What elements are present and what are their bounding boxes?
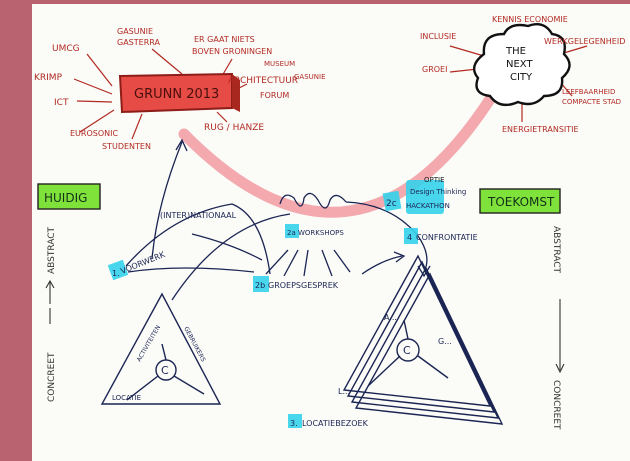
abstract-left-label: ABSTRACT	[47, 226, 57, 274]
next-city-line-3: CITY	[510, 72, 533, 83]
cloud-word-er-gaat-niets: ER GAAT NIETS	[194, 35, 255, 44]
cloud-word-architectuur: ARCHITECTUUR	[228, 76, 298, 86]
next-city-line-2: NEXT	[506, 59, 533, 70]
left-triangle-side-locatie: LOCATIE	[112, 394, 141, 402]
cloud-word-energietransitie: ENERGIETRANSITIE	[502, 125, 579, 134]
right-triangle-corner-g: G...	[438, 337, 452, 346]
cloud-word-museum: MUSEUM	[264, 60, 295, 68]
international-label: (INTER)NATIONAAL	[160, 211, 237, 220]
process-arrows	[125, 138, 431, 301]
right-axis	[555, 299, 565, 374]
left-triangle-side-activiteiten: ACTIVITEITEN	[136, 324, 162, 363]
step-3-num: 3.	[290, 419, 298, 428]
cloud-word-forum: FORUM	[260, 91, 289, 100]
grunn-box	[118, 72, 240, 114]
cloud-word-inclusie: INCLUSIE	[420, 32, 456, 41]
left-triangle-side-gebruikers: GEBRUIKERS	[182, 326, 206, 364]
cloud-word-kennis-economie: KENNIS ECONOMIE	[492, 15, 568, 24]
step-2c-num: 2c	[386, 199, 397, 209]
right-triangle-corner-l: L...	[338, 387, 350, 396]
huidig-label: HUIDIG	[44, 191, 87, 205]
right-triangle-center: C	[403, 344, 411, 357]
right-triangle-corner-a: A...	[384, 313, 397, 322]
cloud-word-gasunie-2: GASUNIE	[294, 73, 326, 81]
design-thinking-label: Design Thinking	[410, 188, 466, 196]
cloud-word-gasunie: GASUNIE	[117, 27, 153, 36]
hackathon-label: HACKATHON	[406, 202, 450, 210]
step-3-label: LOCATIEBEZOEK	[302, 419, 369, 428]
step-2b-num: 2b	[255, 281, 265, 290]
cloud-word-studenten: STUDENTEN	[102, 142, 151, 151]
grunn-title: GRUNN 2013	[134, 87, 219, 102]
transition-arc-arrow	[178, 74, 508, 218]
cloud-word-boven-groningen: BOVEN GRONINGEN	[192, 47, 272, 56]
left-triangle	[100, 292, 222, 405]
cloud-word-werkgelegenheid: WERKGELEGENHEID	[544, 37, 625, 46]
step-2a-label: WORKSHOPS	[298, 229, 344, 237]
cloud-word-groei: GROEI	[422, 65, 447, 74]
step-4-label: CONFRONTATIE	[416, 233, 478, 242]
next-city-cloud-shape	[472, 23, 571, 107]
left-triangle-center: C	[161, 364, 169, 377]
cloud-word-leefbaarheid: LEEFBAARHEID	[562, 88, 615, 96]
step-highlights	[107, 180, 444, 428]
toekomst-box	[479, 188, 561, 214]
step-1-label: VOORWERK	[119, 250, 167, 276]
sketch-paper: GRUNN 2013 UMCG GASUNIE GASTERRA ER GAAT…	[32, 4, 630, 461]
cloud-word-compacte-stad: COMPACTE STAD	[562, 98, 621, 106]
huidig-box	[37, 183, 101, 210]
sketch-diagram: GRUNN 2013 UMCG GASUNIE GASTERRA ER GAAT…	[34, 15, 625, 430]
abstract-right-label: ABSTRACT	[551, 226, 561, 274]
concreet-left-label: CONCREET	[47, 352, 57, 402]
cloud-word-umcg: UMCG	[52, 44, 80, 54]
concreet-right-label: CONCREET	[551, 380, 561, 430]
toekomst-label: TOEKOMST	[487, 195, 555, 209]
left-axis	[45, 279, 55, 324]
cloud-word-krimp: KRIMP	[34, 73, 63, 83]
cloud-word-gasterra: GASTERRA	[117, 38, 160, 47]
optie-label: OPTIE	[424, 176, 445, 184]
cloud-word-ict: ICT	[54, 98, 69, 108]
cloud-word-rug-hanze: RUG / HANZE	[204, 123, 264, 133]
right-triangle-stack	[342, 254, 504, 425]
next-city-line-1: THE	[505, 46, 526, 57]
step-1-num: 1.	[112, 269, 120, 278]
step-2b-label: GROEPSGESPREK	[268, 281, 339, 290]
step-4-num: 4	[407, 233, 412, 242]
step-2a-num: 2a	[287, 229, 296, 237]
cloud-word-eurosonic: EUROSONIC	[70, 129, 118, 138]
